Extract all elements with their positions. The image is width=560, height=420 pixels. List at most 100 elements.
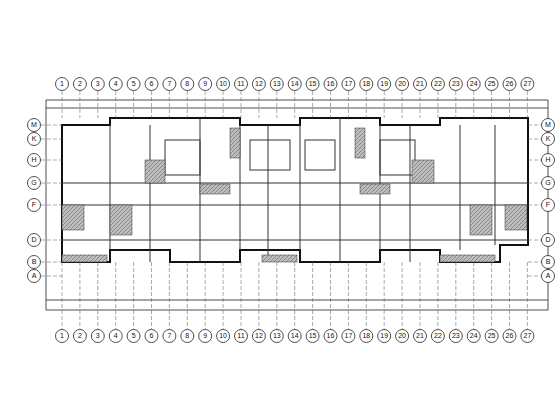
axis-bubble bbox=[521, 330, 534, 343]
axis-bubble bbox=[199, 330, 212, 343]
axis-label: 20 bbox=[395, 78, 409, 90]
grid-line bbox=[528, 183, 541, 184]
grid-line bbox=[528, 240, 541, 241]
axis-bubble bbox=[503, 78, 516, 91]
grid-line bbox=[169, 91, 170, 118]
grid-line bbox=[151, 91, 152, 118]
axis-label: 21 bbox=[413, 78, 427, 90]
axis-bubble bbox=[270, 330, 283, 343]
axis-bubble bbox=[73, 78, 86, 91]
axis-bubble bbox=[324, 330, 337, 343]
axis-label: 3 bbox=[91, 330, 105, 342]
axis-label: 23 bbox=[449, 330, 463, 342]
axis-label: 27 bbox=[520, 330, 534, 342]
grid-line bbox=[509, 91, 510, 118]
grid-line bbox=[62, 262, 63, 329]
grid-line bbox=[41, 240, 62, 241]
axis-label: 6 bbox=[145, 330, 159, 342]
axis-bubble bbox=[28, 119, 41, 132]
axis-label: B bbox=[541, 256, 555, 268]
grid-line bbox=[528, 262, 541, 263]
axis-bubble bbox=[324, 78, 337, 91]
grid-line bbox=[437, 91, 438, 118]
axis-label: D bbox=[27, 234, 41, 246]
grid-line bbox=[205, 262, 206, 329]
axis-label: 19 bbox=[377, 330, 391, 342]
axis-bubble bbox=[73, 330, 86, 343]
grid-line bbox=[527, 262, 528, 329]
grid-line bbox=[312, 262, 313, 329]
grid-line bbox=[41, 276, 62, 277]
axis-bubble bbox=[306, 330, 319, 343]
axis-label: 1 bbox=[55, 330, 69, 342]
axis-label: F bbox=[27, 199, 41, 211]
axis-label: 8 bbox=[180, 330, 194, 342]
grid-line bbox=[41, 139, 62, 140]
axis-label: H bbox=[27, 154, 41, 166]
axis-bubble bbox=[485, 78, 498, 91]
axis-bubble bbox=[28, 270, 41, 283]
axis-label: M bbox=[541, 119, 555, 131]
grid-line bbox=[187, 262, 188, 329]
axis-bubble bbox=[396, 330, 409, 343]
grid-line bbox=[312, 91, 313, 118]
grid-line bbox=[41, 262, 62, 263]
grid-line bbox=[97, 262, 98, 329]
axis-label: 4 bbox=[109, 330, 123, 342]
grid-line bbox=[330, 91, 331, 118]
axis-label: 18 bbox=[359, 330, 373, 342]
axis-label: 3 bbox=[91, 78, 105, 90]
axis-bubble bbox=[56, 330, 69, 343]
axis-bubble bbox=[542, 270, 555, 283]
grid-line bbox=[348, 262, 349, 329]
axis-bubble bbox=[431, 78, 444, 91]
axis-label: 14 bbox=[288, 330, 302, 342]
axis-label: M bbox=[27, 119, 41, 131]
axis-label: 2 bbox=[73, 78, 87, 90]
grid-line bbox=[528, 205, 541, 206]
grid-line bbox=[41, 183, 62, 184]
axis-bubble bbox=[91, 78, 104, 91]
axis-bubble bbox=[360, 330, 373, 343]
axis-bubble bbox=[414, 78, 427, 91]
grid-line bbox=[223, 262, 224, 329]
axis-label: 12 bbox=[252, 330, 266, 342]
grid-line bbox=[527, 91, 528, 118]
grid-line bbox=[509, 262, 510, 329]
axis-bubble bbox=[467, 330, 480, 343]
grid-line bbox=[41, 205, 62, 206]
axis-bubble bbox=[28, 133, 41, 146]
axis-bubble bbox=[342, 330, 355, 343]
axis-label: 18 bbox=[359, 78, 373, 90]
axis-label: 11 bbox=[234, 330, 248, 342]
axis-label: 19 bbox=[377, 78, 391, 90]
grid-line bbox=[528, 125, 541, 126]
grid-line bbox=[62, 91, 63, 118]
axis-label: 13 bbox=[270, 78, 284, 90]
axis-bubble bbox=[378, 330, 391, 343]
axis-label: 6 bbox=[145, 78, 159, 90]
axis-bubble bbox=[342, 78, 355, 91]
grid-line bbox=[133, 262, 134, 329]
axis-label: 2 bbox=[73, 330, 87, 342]
axis-label: 24 bbox=[467, 330, 481, 342]
axis-label: 13 bbox=[270, 330, 284, 342]
grid-line bbox=[420, 262, 421, 329]
axis-label: 26 bbox=[503, 330, 517, 342]
grid-line bbox=[205, 91, 206, 118]
axis-label: 25 bbox=[485, 78, 499, 90]
axis-bubble bbox=[199, 78, 212, 91]
axis-bubble bbox=[503, 330, 516, 343]
grid-line bbox=[491, 91, 492, 118]
grid-line bbox=[366, 91, 367, 118]
axis-bubble bbox=[542, 256, 555, 269]
axis-bubble bbox=[28, 177, 41, 190]
axis-label: 8 bbox=[180, 78, 194, 90]
grid-line bbox=[115, 262, 116, 329]
grid-line bbox=[276, 91, 277, 118]
axis-label: 7 bbox=[162, 330, 176, 342]
axis-bubble bbox=[127, 330, 140, 343]
axis-bubble bbox=[542, 234, 555, 247]
grid-line bbox=[241, 91, 242, 118]
